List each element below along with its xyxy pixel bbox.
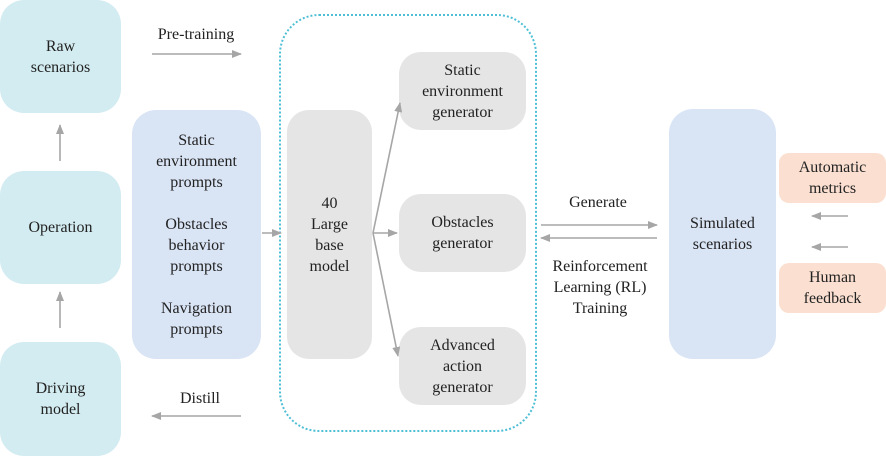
node-text: feedback (803, 290, 862, 307)
node-text: generator (432, 103, 493, 121)
human-feedback-node: Human feedback (779, 263, 886, 313)
node-text: Driving (35, 380, 86, 397)
raw-scenarios-node: Raw scenarios (0, 0, 121, 113)
node-text: metrics (808, 180, 857, 197)
node-text: action (442, 357, 483, 375)
distill-label: Distill (150, 388, 250, 409)
node-text: base (315, 236, 344, 254)
node-text: generator (432, 235, 493, 252)
node-text: Simulated (690, 215, 755, 232)
edge-text: Training (572, 300, 628, 317)
node-text: Obstacles (165, 215, 228, 233)
static-environment-prompts: Static environment prompts (156, 130, 237, 193)
static-environment-generator-node: Static environment generator (399, 52, 526, 130)
advanced-action-generator-node: Advanced action generator (399, 327, 526, 405)
node-text: Large (310, 215, 348, 233)
node-text: Static (444, 61, 481, 79)
node-text: 40 (321, 194, 338, 212)
pretraining-label: Pre-training (146, 24, 246, 45)
obstacles-generator-node: Obstacles generator (399, 194, 526, 272)
node-text: prompts (170, 320, 223, 338)
rl-training-label: Reinforcement Learning (RL) Training (536, 256, 664, 319)
node-text: prompts (170, 257, 223, 275)
node-text: Advanced (430, 336, 495, 354)
navigation-prompts: Navigation prompts (161, 298, 232, 340)
node-text: Raw (45, 37, 76, 55)
edge-text: Reinforcement (552, 258, 648, 275)
operation-node: Operation (0, 171, 121, 284)
node-text: Navigation (160, 299, 233, 317)
node-text: Operation (28, 219, 93, 236)
node-text: environment (156, 152, 237, 170)
node-text: Human (808, 269, 857, 286)
node-text: Static (178, 131, 215, 149)
automatic-metrics-node: Automatic metrics (779, 153, 886, 203)
node-text: model (309, 257, 350, 275)
model-to-static-arrow (372, 102, 403, 234)
prompts-node: Static environment prompts Obstacles beh… (132, 110, 261, 359)
node-text: model (40, 401, 81, 418)
driving-model-node: Driving model (0, 342, 121, 456)
node-text: prompts (170, 173, 223, 191)
large-base-model-node: 40 Large base model (287, 110, 372, 359)
node-text: scenarios (30, 58, 91, 76)
generate-label: Generate (548, 192, 648, 213)
node-text: generator (432, 378, 493, 396)
model-to-action-arrow (372, 232, 401, 357)
edge-text: Learning (RL) (553, 279, 647, 296)
edge-text: Distill (179, 390, 220, 407)
edge-text: Pre-training (157, 26, 235, 43)
node-text: Automatic (798, 159, 867, 176)
obstacles-behavior-prompts: Obstacles behavior prompts (165, 214, 227, 277)
node-text: environment (422, 82, 503, 100)
simulated-scenarios-node: Simulated scenarios (669, 109, 776, 359)
node-text: behavior (168, 236, 225, 254)
model-group-container (279, 14, 537, 432)
node-text: scenarios (692, 236, 753, 253)
edge-text: Generate (569, 194, 627, 211)
node-text: Obstacles (431, 214, 494, 231)
